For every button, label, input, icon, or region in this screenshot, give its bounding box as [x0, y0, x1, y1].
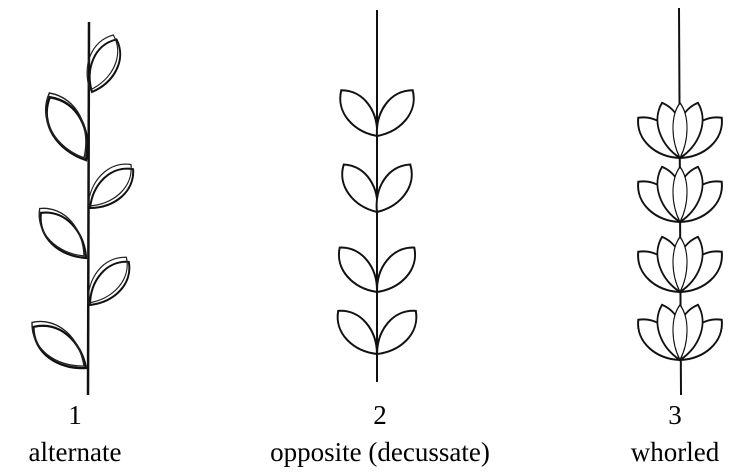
- alternate-leaf: [29, 199, 96, 268]
- diagram-number-2: 2: [230, 400, 530, 430]
- diagram-number-3: 3: [610, 400, 740, 430]
- whorl: [629, 99, 730, 167]
- alternate-leaf: [35, 85, 100, 168]
- diagram-label-alternate: alternate: [0, 437, 150, 467]
- opposite-plant-drawing: [329, 10, 426, 382]
- whorled-plant-drawing: [629, 8, 730, 395]
- diagram-label-whorled: whorled: [610, 437, 740, 467]
- whorl: [629, 163, 730, 231]
- diagram-label-opposite: opposite (decussate): [230, 437, 530, 467]
- whorl: [629, 301, 730, 369]
- diagram-number-1: 1: [0, 400, 150, 430]
- alternate-plant-drawing: [22, 22, 141, 395]
- alternate-leaf: [78, 30, 128, 98]
- alternate-leaf: [22, 311, 95, 380]
- whorl: [629, 233, 730, 301]
